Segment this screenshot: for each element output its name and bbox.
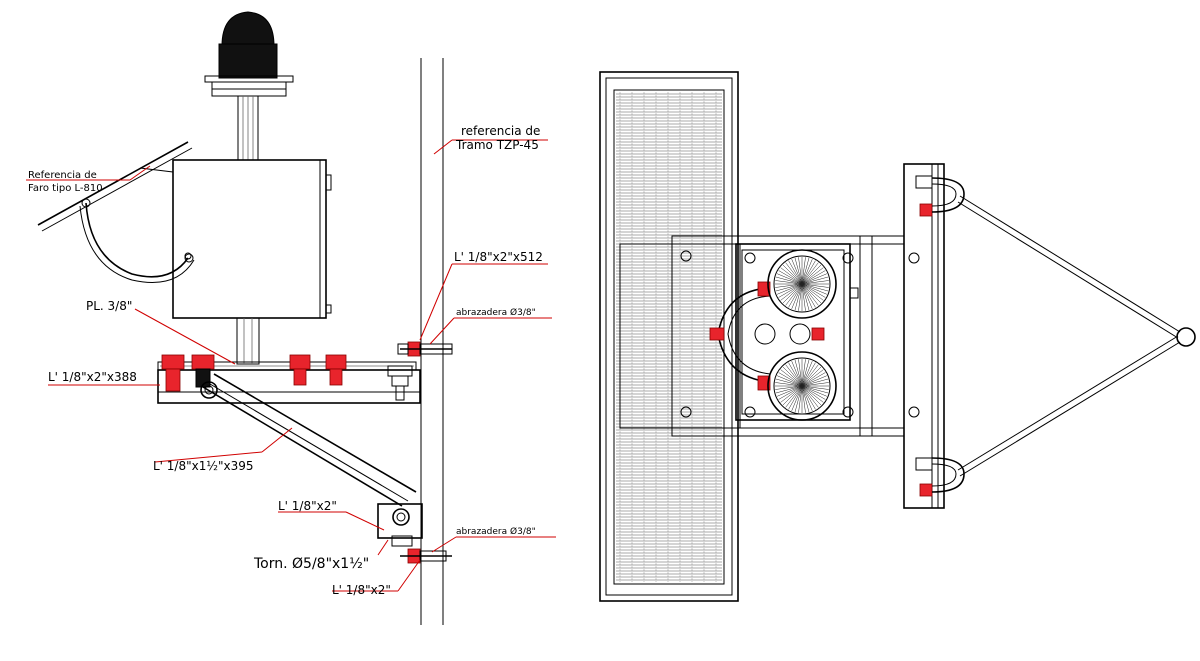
mesh-pattern: [616, 92, 722, 582]
beacon-light-icon: [204, 11, 294, 161]
label-abraz-lower: abrazadera Ø3/8": [456, 526, 536, 537]
label-abraz-upper: abrazadera Ø3/8": [456, 307, 536, 318]
label-ref-tramo-2: Tramo TZP-45: [455, 138, 539, 152]
conduit: [236, 317, 260, 365]
annotations-left: Referencia de Faro tipo L-810 PL. 3/8" L…: [28, 124, 543, 597]
label-torn: Torn. Ø5/8"x1½": [253, 556, 369, 572]
leader-lines: [26, 139, 556, 592]
vertical-channel: [903, 163, 945, 509]
lamp-head-lower-icon: [767, 351, 837, 421]
diagonal-brace: [200, 373, 417, 507]
tower-leg: [420, 58, 444, 625]
tower-panel: [599, 71, 739, 602]
tie-triangle: [957, 195, 1196, 477]
label-angle-512: L' 1/8"x2"x512: [454, 250, 543, 264]
mounting-frame: [619, 235, 920, 437]
label-ref-tramo-1: referencia de: [461, 124, 540, 138]
lower-clamp: [400, 548, 452, 564]
label-angle-2-upper: L' 1/8"x2": [278, 499, 337, 513]
label-angle-395: L' 1/8"x1½"x395: [153, 459, 254, 473]
lower-bracket: [377, 503, 423, 547]
label-pl: PL. 3/8": [86, 299, 132, 313]
label-angle-2-lower: L' 1/8"x2": [332, 583, 391, 597]
lamp-head-upper-icon: [767, 249, 837, 319]
label-angle-388: L' 1/8"x2"x388: [48, 370, 137, 384]
control-box: [172, 159, 332, 319]
side-elevation-view: Referencia de Faro tipo L-810 PL. 3/8" L…: [26, 11, 556, 625]
label-ref-faro-2: Faro tipo L-810: [28, 183, 103, 194]
channel-bolts: [915, 175, 965, 497]
u-bolt: [709, 281, 825, 391]
faro-l810-icon: [37, 141, 195, 283]
upper-clamp: [397, 341, 453, 357]
label-ref-faro-1: Referencia de: [28, 170, 97, 181]
plan-view: [599, 71, 1196, 602]
